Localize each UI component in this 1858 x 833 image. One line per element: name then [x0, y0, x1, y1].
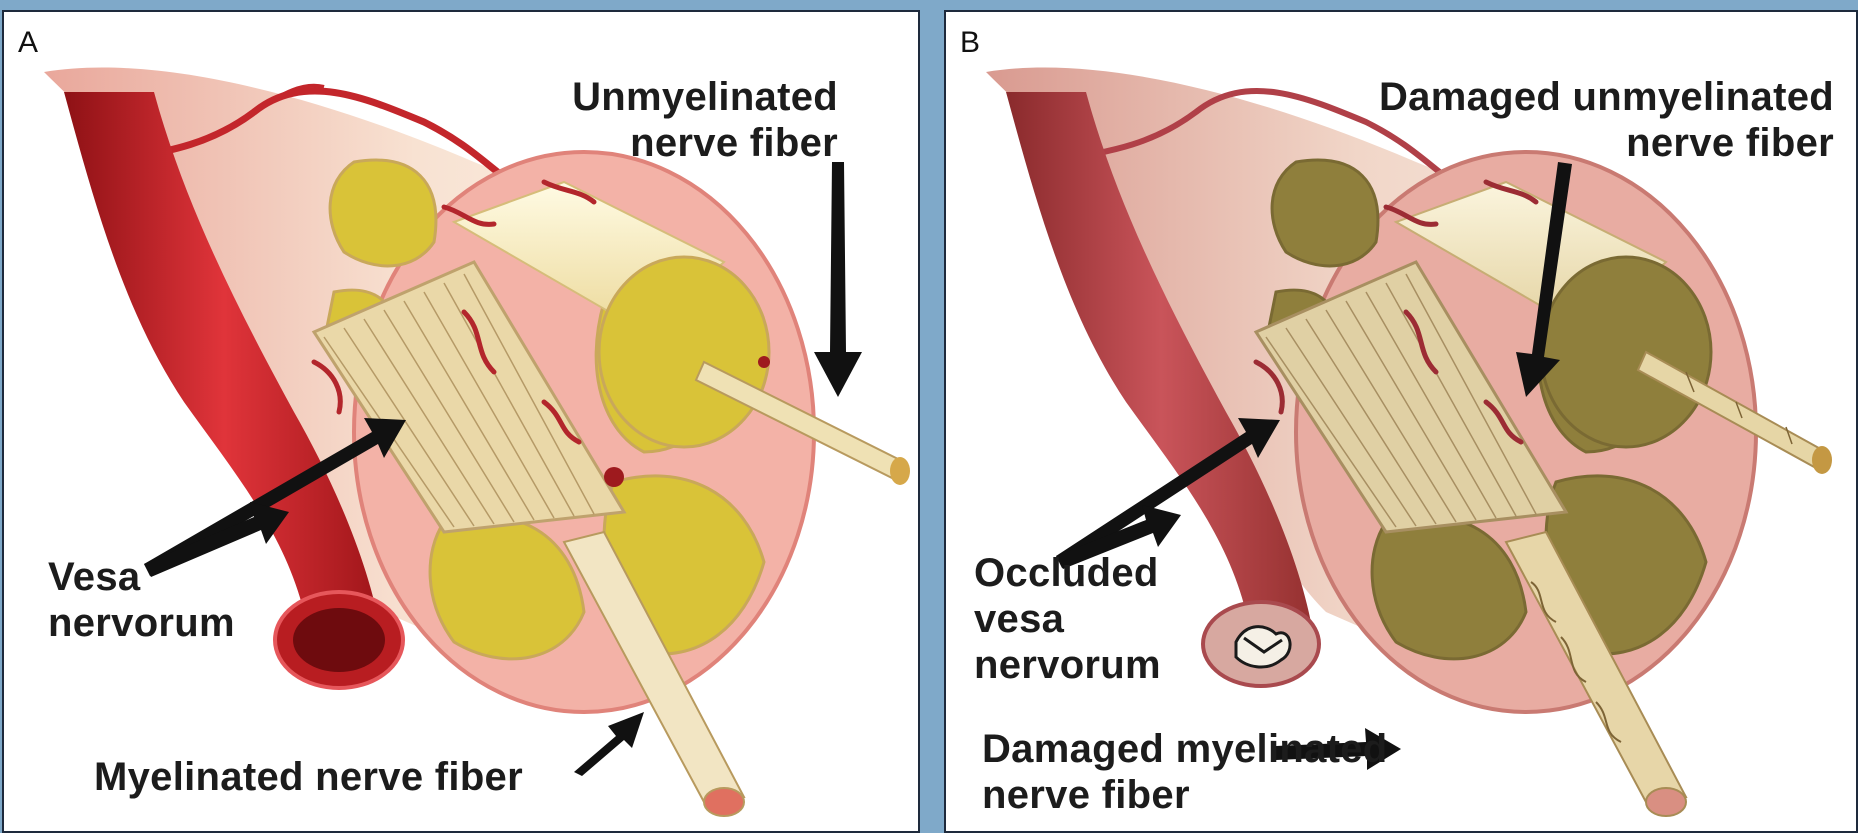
label-line: nerve fiber: [418, 120, 838, 166]
panel-letter-b: B: [960, 26, 980, 60]
label-line: vesa: [974, 596, 1161, 642]
label-line: Unmyelinated: [418, 74, 838, 120]
damaged-fascicle-end: [1541, 257, 1711, 447]
label-line: nerve fiber: [1274, 120, 1834, 166]
label-line: Myelinated nerve fiber: [94, 754, 523, 800]
label-line: Damaged myelinated: [982, 726, 1388, 772]
damaged-fascicle: [1272, 160, 1378, 266]
label-vesa-nervorum: Vesa nervorum: [48, 554, 235, 646]
panel-letter-a: A: [18, 26, 38, 60]
panel-b: B Damaged unmyelinated nerve fiber Occlu…: [944, 10, 1858, 833]
arrow-myelinated: [574, 712, 644, 776]
label-line: nervorum: [974, 642, 1161, 688]
label-line: Vesa: [48, 554, 235, 600]
label-myelinated-nerve-fiber: Myelinated nerve fiber: [94, 754, 523, 800]
fascicle-end: [599, 257, 769, 447]
label-line: nerve fiber: [982, 772, 1388, 818]
arrow-unmyelinated: [814, 162, 862, 397]
label-line: Occluded: [974, 550, 1161, 596]
label-damaged-myelinated-nerve-fiber: Damaged myelinated nerve fiber: [982, 726, 1388, 818]
label-damaged-unmyelinated-nerve-fiber: Damaged unmyelinated nerve fiber: [1274, 74, 1834, 166]
label-line: Damaged unmyelinated: [1274, 74, 1834, 120]
label-line: nervorum: [48, 600, 235, 646]
fascicle: [330, 160, 436, 266]
label-occluded-vesa-nervorum: Occluded vesa nervorum: [974, 550, 1161, 688]
label-unmyelinated-nerve-fiber: Unmyelinated nerve fiber: [418, 74, 838, 166]
panel-a: A Unmyelinated nerve fiber Vesa nervorum…: [2, 10, 920, 833]
